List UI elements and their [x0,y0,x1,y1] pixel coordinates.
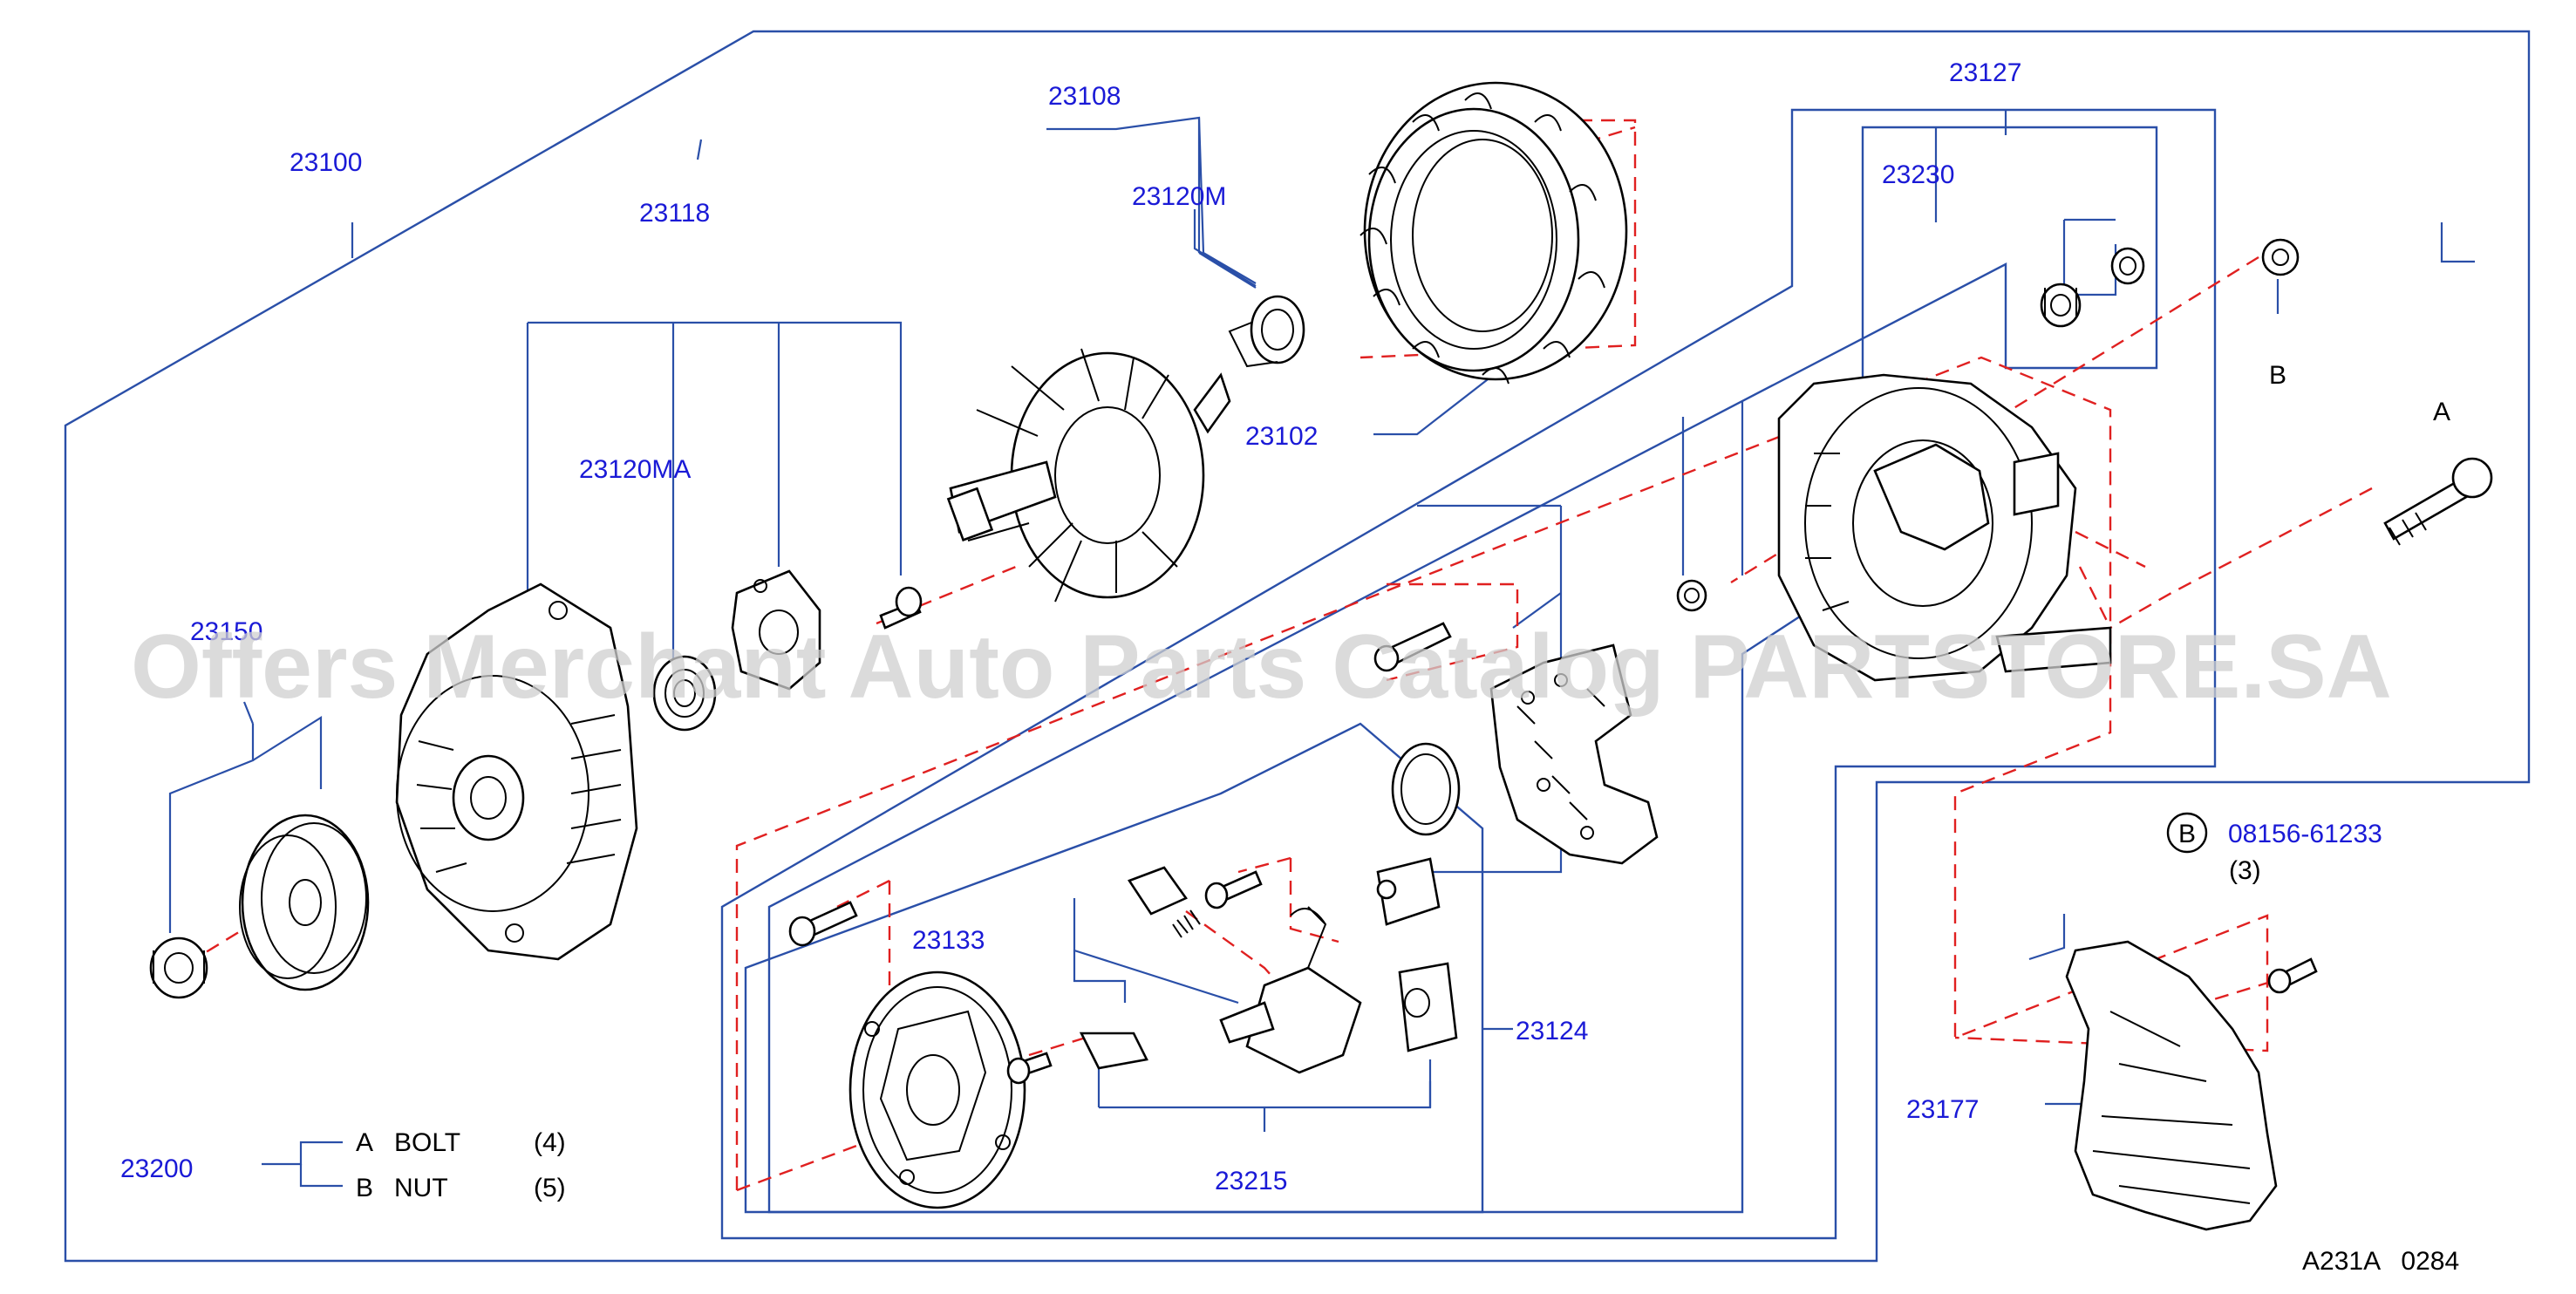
watermark-text: Offers Merchant Auto Parts Catalog PARTS… [131,616,2392,718]
retainer-screw-part [879,586,923,630]
bolt-a-part [2383,457,2493,546]
rear-cover-part [848,970,1026,1209]
brush-holder-part [1219,906,1362,1074]
label-23108: 23108 [1048,82,1121,111]
label-23102: 23102 [1245,422,1318,451]
front-nut-part [149,936,208,999]
rectifier-bolt-part [1373,622,1452,672]
rear-housing-part [1777,373,2112,682]
drawing-code: A231A 0284 [2302,1247,2459,1276]
label-23120ma: 23120MA [579,455,691,484]
label-23100: 23100 [290,148,362,177]
regulator-screw-part [1204,870,1263,909]
seal-ring-part [1391,742,1461,836]
frame-23124 [744,722,1484,1214]
frame-23230 [767,126,2158,1214]
stator-part [1360,81,1628,385]
label-23177: 23177 [1906,1095,1979,1124]
part-labels: 23100 23118 23108 23120M 23102 23127 232… [120,58,2450,1195]
label-23127: 23127 [1949,58,2021,87]
callout-b-label: B [2269,361,2286,390]
bracket-cover-part [2065,940,2278,1231]
front-bearing-part [652,655,717,732]
kit-legend: A BOLT (4) B NUT (5) [356,1128,566,1202]
legend-b-qty: (5) [534,1174,566,1202]
b-circle-letter: B [2178,820,2196,848]
label-23118: 23118 [639,199,710,228]
legend-a-qty: (4) [534,1128,566,1157]
through-bolt-spacer-part [1676,579,1707,612]
label-23150: 23150 [190,617,262,646]
frame-23127 [720,108,2217,1240]
cover-screw-part [788,901,858,947]
bracket-bolt-part [2267,957,2318,994]
leader-lines [168,110,2475,1188]
rotor-part [946,348,1231,603]
label-23133: 23133 [912,926,985,955]
rear-bearing-part [1228,295,1305,368]
b-part-number: 08156-61233 [2228,820,2382,848]
rectifier-part [1489,644,1659,865]
assembly-frames [64,30,2531,1263]
nut-b-part [2261,238,2300,276]
legend-b-name: NUT [394,1174,448,1202]
label-23230: 23230 [1882,160,1954,189]
b-quantity: (3) [2229,856,2261,885]
frame-23100 [64,30,2531,1263]
label-23215: 23215 [1215,1167,1287,1195]
pulley-part [239,814,370,991]
legend-a-key: A [356,1128,373,1157]
label-23120m: 23120M [1132,182,1226,211]
regulator-part [1376,857,1458,1052]
label-23124: 23124 [1516,1017,1588,1045]
brush-part [1128,866,1201,938]
callout-a-label: A [2433,398,2450,426]
legend-b-key: B [356,1174,373,1202]
retainer-plate-part [731,569,821,691]
b-callout: B 08156-61233 (3) [2166,812,2382,885]
legend-a-name: BOLT [394,1128,460,1157]
label-23200: 23200 [120,1154,193,1183]
insulator-bushing-part [2040,283,2082,328]
b-circle-icon [2166,812,2208,854]
terminal-part [1006,1032,1148,1085]
front-housing-part [395,582,638,961]
parts [149,81,2493,1231]
terminal-nut-part [2110,247,2145,285]
